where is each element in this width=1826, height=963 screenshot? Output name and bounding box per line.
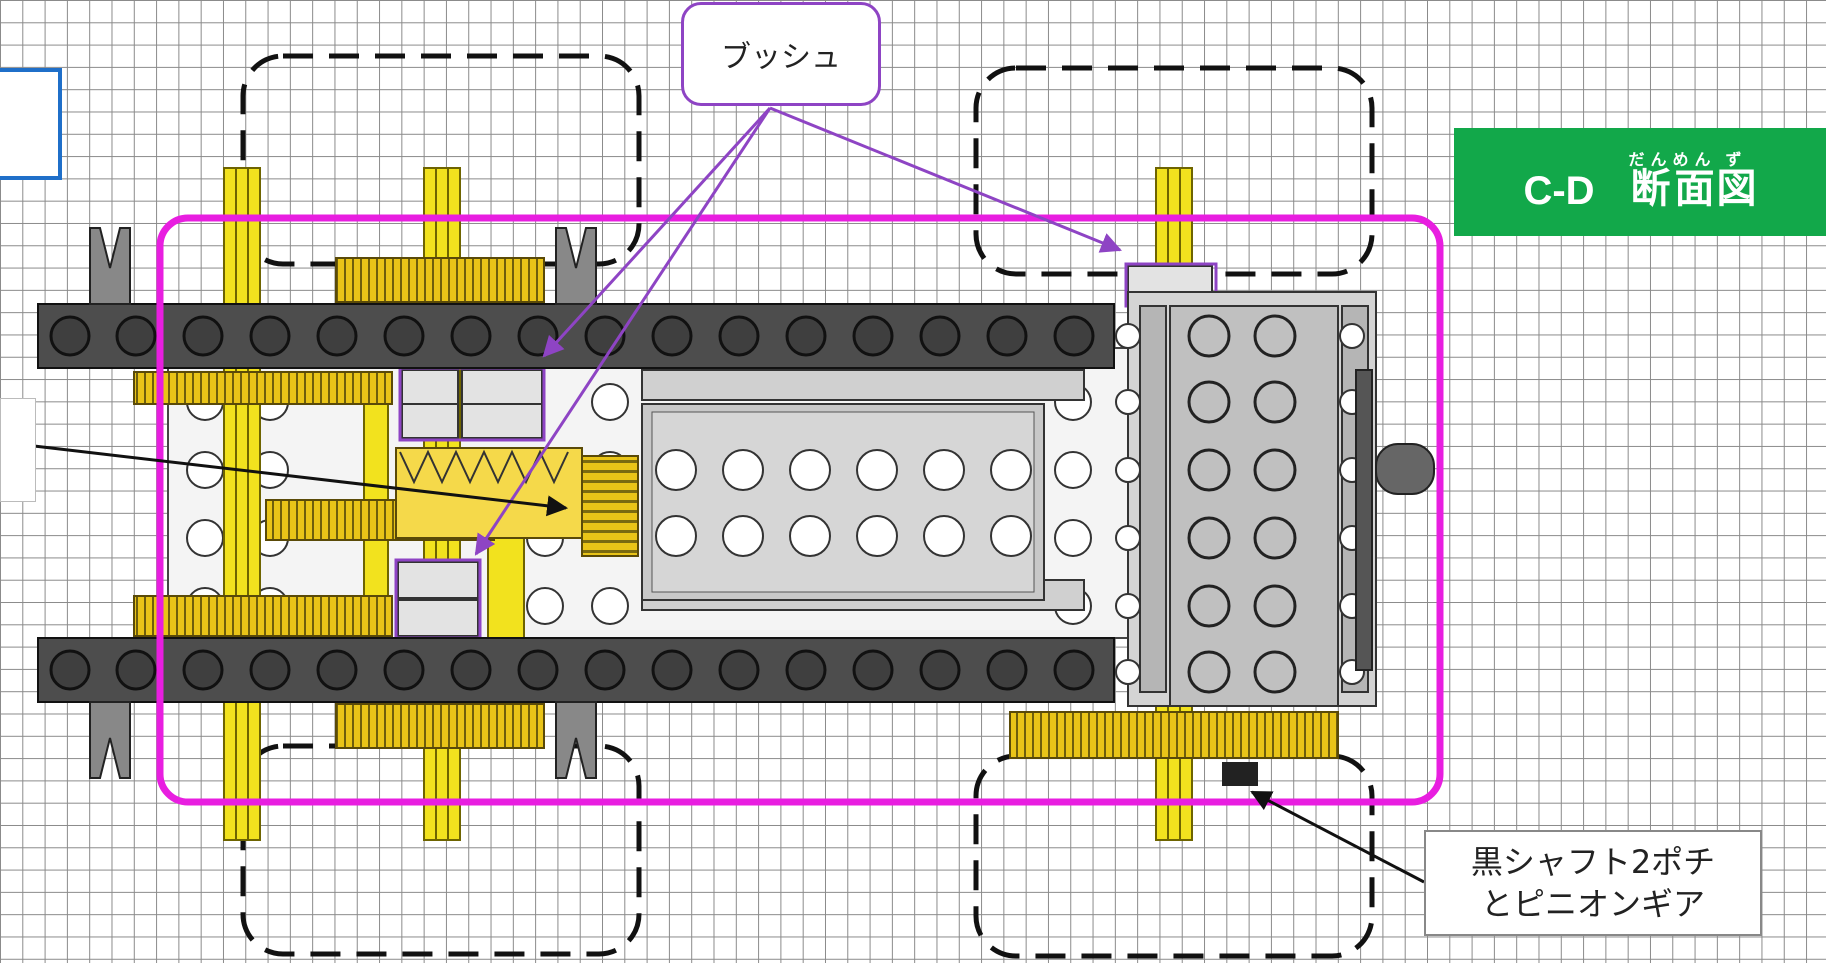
connector-pins [89,227,597,779]
battery-box [641,369,1085,611]
beam-top [37,303,1115,369]
crown-gear-bottom [335,703,545,749]
gear-spur [581,455,639,557]
motor-axle [1375,443,1435,495]
title-badge: C-D 断だん面めん図ず [1454,128,1826,236]
pointer-arrow-left [33,444,569,517]
shaft-inner [487,529,525,639]
wheel-outline-top-left [240,53,642,267]
gear-bottom-right [1009,711,1339,759]
shaft-left [223,167,261,841]
black-shaft-label-line2: とピニオンギア [1480,885,1705,923]
bushing-label: ブッシュ [721,40,841,75]
left-label-box [0,398,36,502]
pointer-arrow-pinion [1250,790,1425,884]
beam-bottom [37,637,1115,703]
black-shaft-callout: 黒シャフト2ポチ とピニオンギア [1424,830,1762,936]
section-code: C-D [1523,169,1595,213]
magenta-frame [156,214,1444,806]
motor-block [1115,291,1435,786]
bushing-arrows [474,106,1122,556]
crown-gear-top [335,257,545,303]
black-shaft-label-line1: 黒シャフト2ポチ [1470,843,1716,881]
gears [133,257,1339,759]
wheel-outline-top-right [973,65,1375,277]
gear-left-lower [133,595,393,637]
bushing-callout: ブッシュ [681,2,881,106]
gear-left-upper [133,371,393,405]
blue-label-box [0,68,62,180]
section-title: 断だん面めん図ず [1628,152,1757,211]
